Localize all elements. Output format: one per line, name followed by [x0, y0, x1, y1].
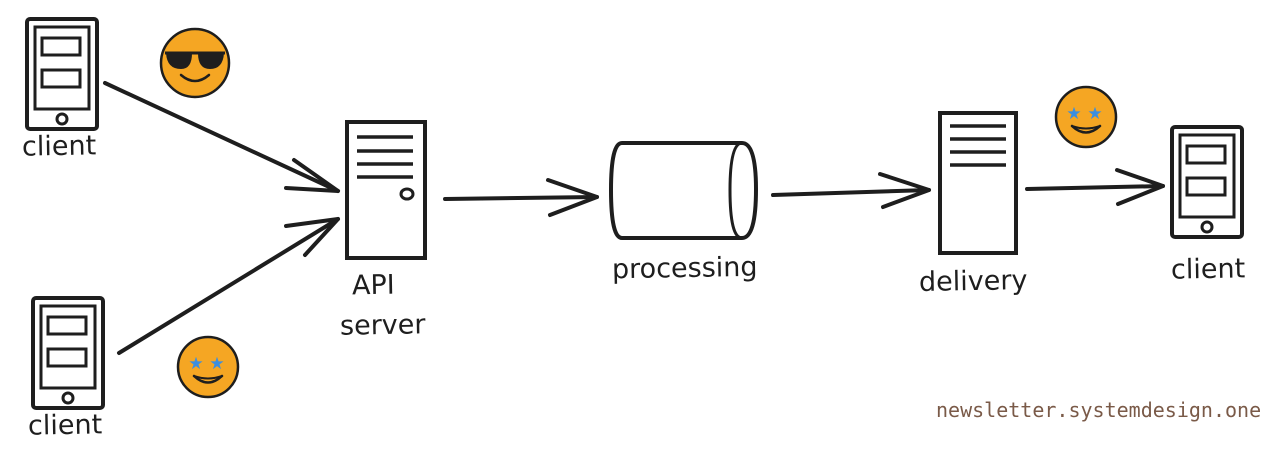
client-bottom-phone-icon [31, 296, 105, 410]
arrow-client-top-to-api [103, 81, 340, 193]
client-right-label: client [1170, 253, 1246, 286]
client-top-label: client [21, 130, 97, 163]
client-right-phone-icon [1170, 125, 1244, 239]
arrow-client-bottom-to-api [117, 217, 340, 355]
api-server-label-line2: server [339, 309, 426, 342]
client-bottom-label: client [27, 409, 103, 442]
arrow-processing-to-delivery [771, 172, 931, 209]
api-server-icon [345, 120, 427, 260]
api-server-label-line1: API [351, 269, 395, 302]
credit-text: newsletter.systemdesign.one [936, 398, 1262, 422]
queue-cylinder-icon [609, 141, 758, 240]
star-eyes-emoji-icon [176, 335, 240, 399]
client-top-phone-icon [25, 17, 99, 131]
delivery-server-icon [938, 111, 1018, 255]
sunglasses-emoji-icon [159, 27, 231, 99]
processing-label: processing [611, 251, 758, 286]
star-eyes-emoji-icon [1054, 85, 1118, 149]
arrow-api-to-processing [443, 178, 599, 217]
delivery-label: delivery [918, 265, 1028, 298]
arrow-delivery-to-client [1025, 168, 1165, 206]
